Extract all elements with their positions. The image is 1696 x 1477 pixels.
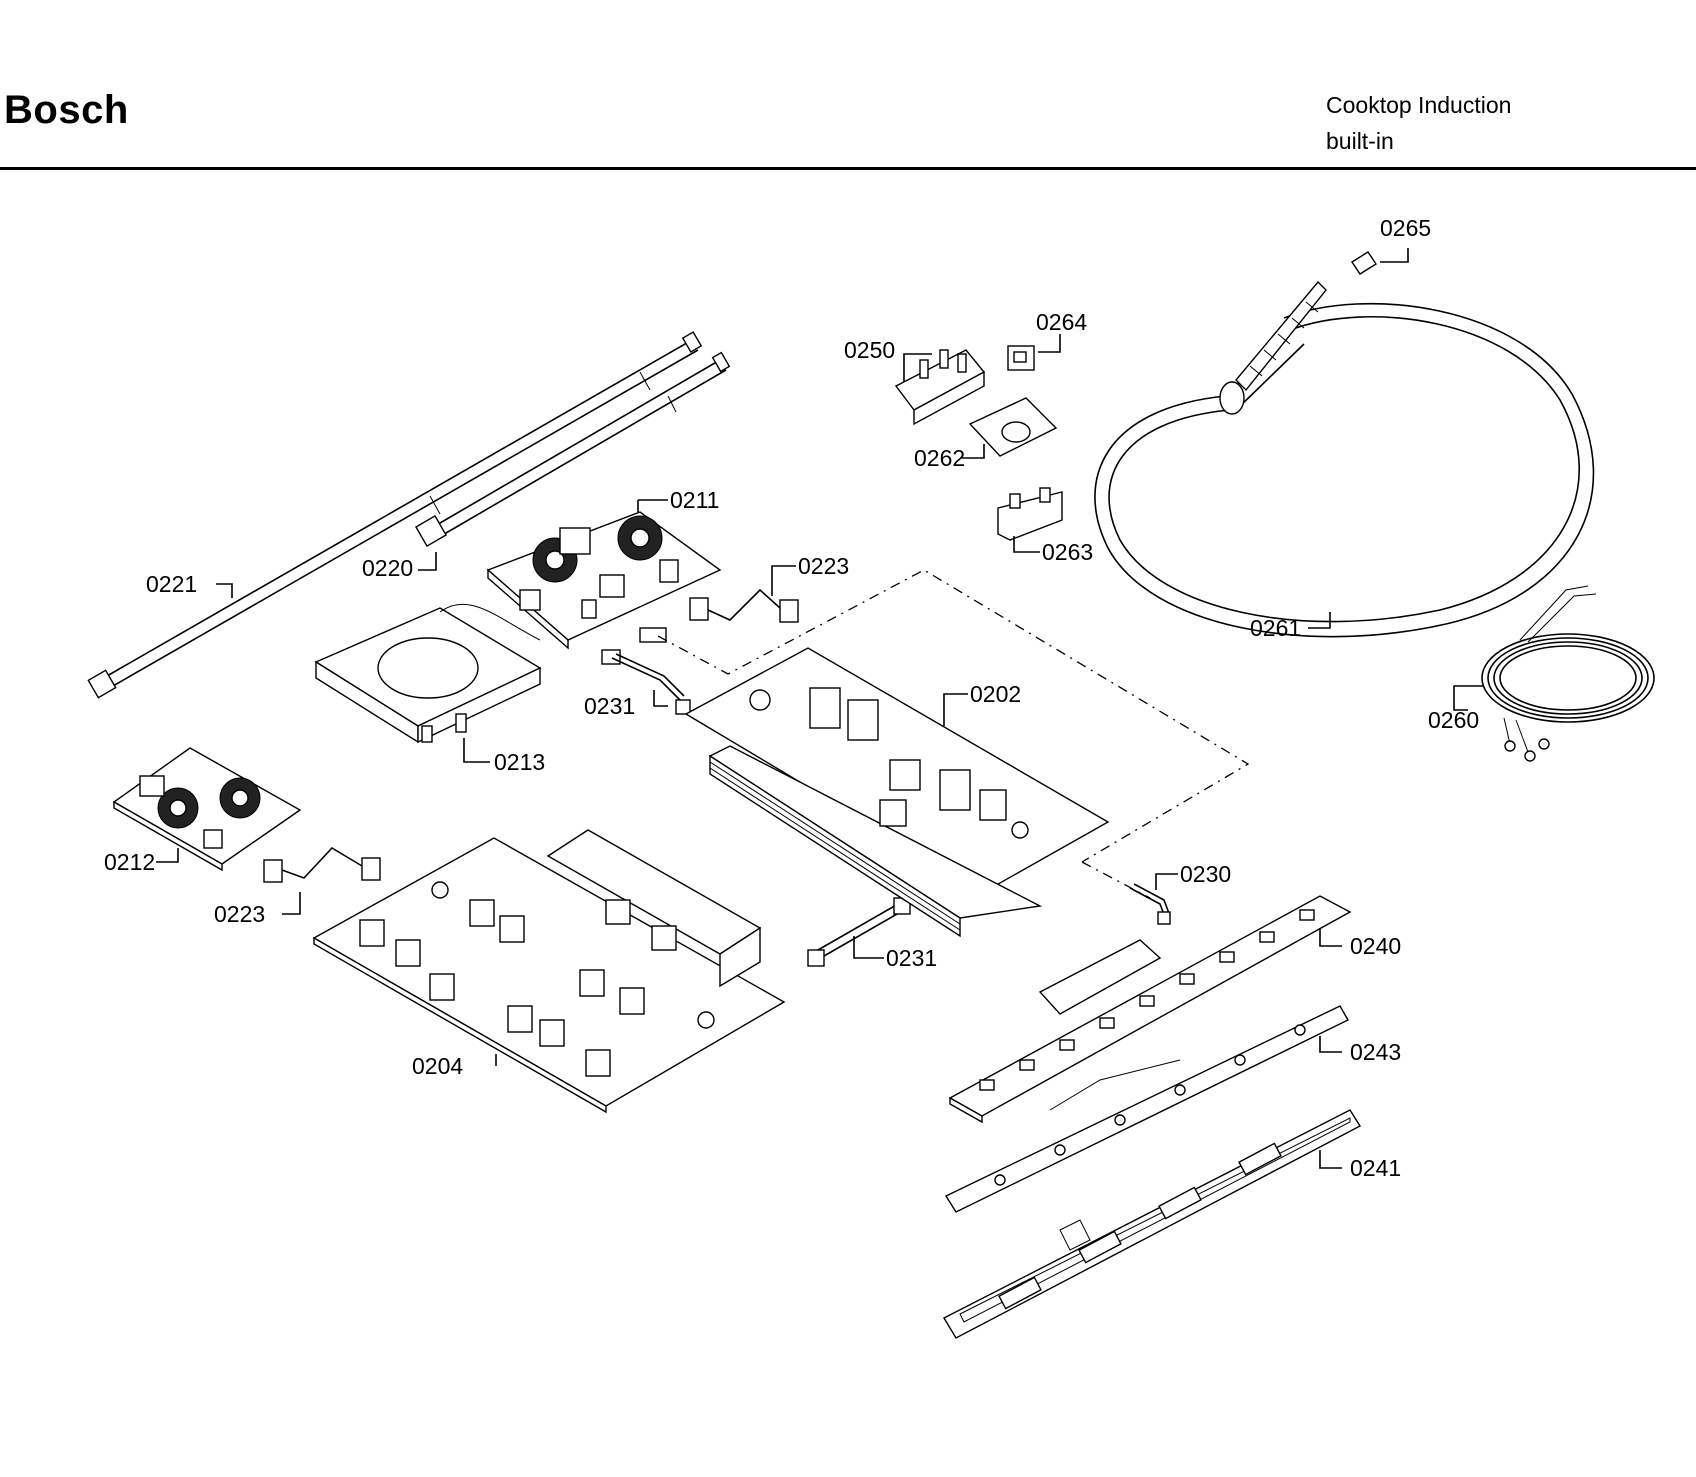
part-0263-strain-relief[interactable] — [997, 487, 1063, 541]
part-0231-upper-ribbon[interactable] — [601, 627, 691, 715]
part-0223-lower-cable[interactable] — [263, 846, 381, 883]
part-0262-bracket[interactable] — [968, 397, 1058, 457]
part-0220-wire-harness[interactable] — [415, 351, 731, 547]
part-0211-filter-board[interactable] — [486, 511, 722, 650]
callout-0230: 0230 — [1180, 861, 1231, 887]
callout-0223-lower: 0223 — [214, 901, 265, 927]
assembly-dashed-line — [657, 569, 1250, 863]
callout-0264: 0264 — [1036, 309, 1087, 335]
callout-0211: 0211 — [670, 487, 719, 513]
callout-0243: 0243 — [1350, 1039, 1401, 1065]
callout-0212: 0212 — [104, 849, 155, 875]
part-0223-upper-cable[interactable] — [689, 588, 799, 623]
callout-0261: 0261 — [1250, 615, 1301, 641]
part-0261-hose[interactable] — [1094, 280, 1595, 638]
header-divider — [0, 167, 1696, 170]
diagram-subtitle-line2: built-in — [1326, 128, 1394, 154]
callout-0220: 0220 — [362, 555, 413, 581]
part-0230-cable[interactable] — [1129, 883, 1171, 925]
callout-0241: 0241 — [1350, 1155, 1401, 1181]
callout-0240: 0240 — [1350, 933, 1401, 959]
callout-0204: 0204 — [412, 1053, 463, 1079]
part-0240-touch-control[interactable] — [948, 895, 1352, 1124]
diagram-subtitle-line1: Cooktop Induction — [1326, 92, 1512, 118]
part-0212-filter-board[interactable] — [112, 747, 302, 872]
part-0221-wire-harness[interactable] — [87, 331, 703, 699]
callout-0260: 0260 — [1428, 707, 1479, 733]
part-0204-control-board[interactable] — [312, 829, 786, 1114]
callout-0231-upper: 0231 — [584, 693, 635, 719]
part-0202-power-board[interactable] — [684, 647, 1110, 938]
callout-0265: 0265 — [1380, 215, 1431, 241]
callout-0213: 0213 — [494, 749, 545, 775]
callout-0221: 0221 — [146, 571, 197, 597]
part-0243-light-guide[interactable] — [944, 1005, 1349, 1213]
callout-0263: 0263 — [1042, 539, 1093, 565]
callout-0223-upper: 0223 — [798, 553, 849, 579]
part-0264-clip[interactable] — [1007, 345, 1035, 371]
part-0213-fan-assembly[interactable] — [314, 603, 542, 744]
part-0260-wire-coil[interactable] — [1481, 585, 1655, 762]
callout-0202: 0202 — [970, 681, 1021, 707]
callout-0250: 0250 — [844, 337, 895, 363]
part-0241-frame[interactable] — [943, 1109, 1361, 1339]
brand-logo-text: Bosch — [4, 88, 129, 132]
part-0231-lower-ribbon[interactable] — [807, 897, 911, 967]
callout-0231-lower: 0231 — [886, 945, 937, 971]
part-0250-terminal-block[interactable] — [894, 349, 986, 426]
callout-0262: 0262 — [914, 445, 965, 471]
leader-lines — [156, 248, 1484, 1169]
part-0265-cap[interactable] — [1351, 251, 1377, 275]
